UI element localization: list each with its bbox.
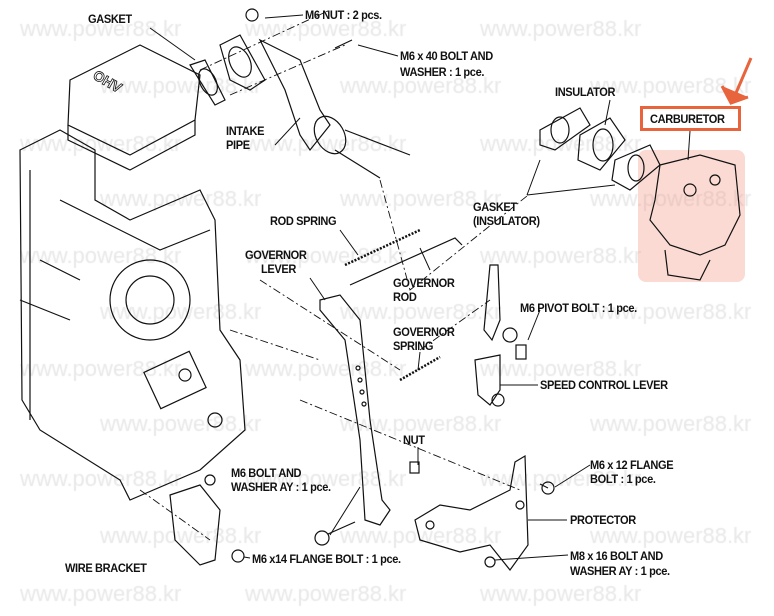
label-gasket-insulator-line2: (INSULATOR) <box>473 214 540 228</box>
label-m6x14: M6 x14 FLANGE BOLT : 1 pce. <box>252 552 401 566</box>
alignment-lines <box>139 9 528 541</box>
label-m6-nut: M6 NUT : 2 pcs. <box>305 8 382 22</box>
label-governor-rod-line2: ROD <box>393 290 417 304</box>
label-intake-line2: PIPE <box>226 138 250 152</box>
label-intake-line1: INTAKE <box>226 124 265 138</box>
label-insulator: INSULATOR <box>555 85 616 99</box>
label-pivot-bolt: M6 PIVOT BOLT : 1 pce. <box>520 301 637 315</box>
label-m6-bolt-line2: WASHER AY : 1 pce. <box>231 480 331 494</box>
engine-block: OHV <box>19 44 246 501</box>
label-gasket: GASKET <box>88 12 132 26</box>
insulator-parts <box>539 107 661 191</box>
carburetor-drawing <box>649 154 741 281</box>
label-m6x12-line1: M6 x 12 FLANGE <box>590 458 674 472</box>
label-wire-bracket: WIRE BRACKET <box>65 561 147 575</box>
label-governor-rod-line1: GOVERNOR <box>393 276 455 290</box>
label-governor-lever-line1: GOVERNOR <box>245 248 307 262</box>
label-m8x16-line1: M8 x 16 BOLT AND <box>570 549 663 563</box>
label-protector: PROTECTOR <box>570 513 636 527</box>
leader-lines <box>149 14 691 561</box>
label-m6x40-line2: WASHER : 1 pce. <box>400 65 485 79</box>
arrow-icon <box>720 57 753 105</box>
label-rod-spring: ROD SPRING <box>270 214 337 228</box>
label-nut: NUT <box>403 433 425 447</box>
label-m6x12-line2: BOLT : 1 pce. <box>590 472 656 486</box>
label-governor-lever-line2: LEVER <box>261 262 296 276</box>
intake-parts <box>189 8 411 179</box>
carburetor-highlight <box>638 150 745 282</box>
label-m6-bolt-line1: M6 BOLT AND <box>231 466 302 480</box>
label-speed-control-lever: SPEED CONTROL LEVER <box>540 378 668 392</box>
label-gasket-insulator-line1: GASKET <box>473 200 517 214</box>
ohv-logo: OHV <box>91 67 126 96</box>
label-m8x16-line2: WASHER AY : 1 pce. <box>570 564 670 578</box>
label-carburetor: CARBURETOR <box>650 112 725 126</box>
label-m6x40-line1: M6 x 40 BOLT AND <box>400 49 493 63</box>
protector-bracket <box>169 327 555 571</box>
label-governor-spring-line1: GOVERNOR <box>393 325 455 339</box>
carburetor-callout-box <box>640 106 741 131</box>
governor-parts <box>319 228 527 526</box>
label-governor-spring-line2: SPRING <box>393 339 434 353</box>
